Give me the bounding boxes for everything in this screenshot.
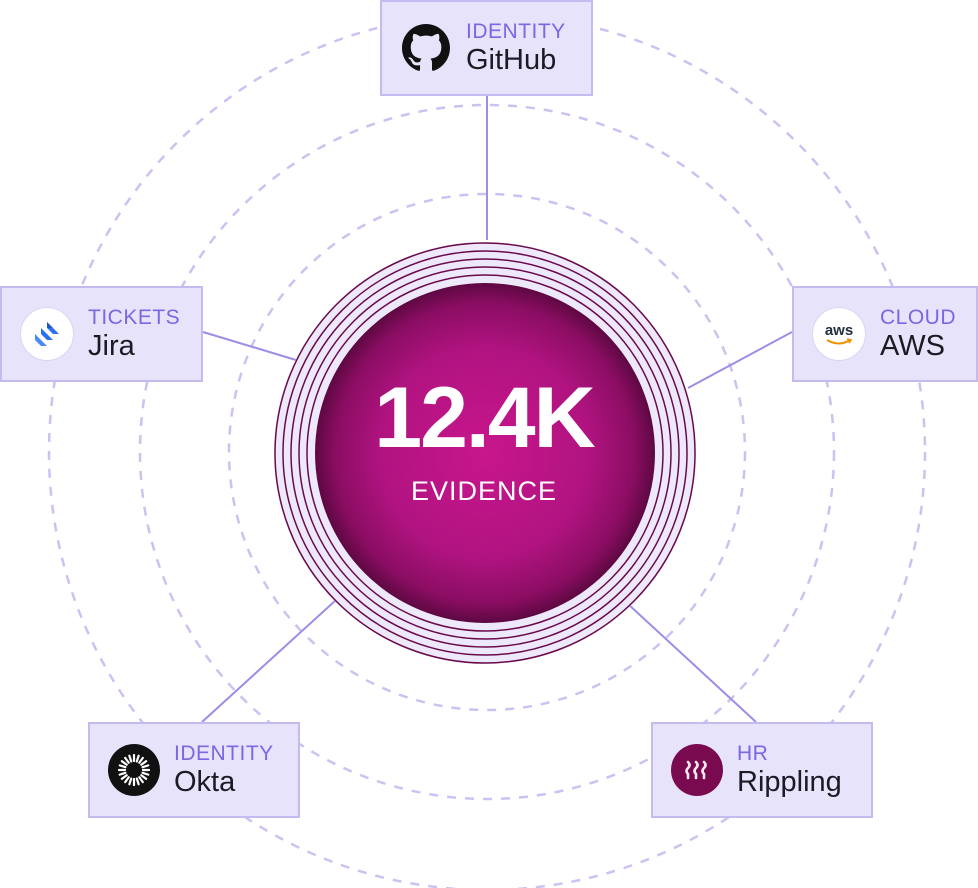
connector-okta — [201, 599, 337, 723]
integration-category: IDENTITY — [174, 742, 274, 765]
okta-ray — [141, 764, 150, 769]
integration-category: TICKETS — [88, 306, 181, 329]
orbit-rings — [47, 12, 927, 888]
integration-card-github[interactable]: IDENTITY GitHub — [380, 0, 593, 96]
integration-category: IDENTITY — [466, 20, 566, 43]
orbit-ring-middle — [138, 103, 836, 801]
connector-jira — [202, 331, 297, 361]
integration-card-okta[interactable]: IDENTITY Okta — [88, 722, 300, 818]
okta-ray — [124, 776, 130, 784]
okta-ray — [120, 774, 128, 780]
aws-icon-text: aws — [824, 321, 854, 339]
rippling-icon — [671, 744, 723, 796]
connector-lines — [201, 96, 793, 723]
okta-ray — [138, 756, 144, 764]
orbit-ring-inner — [227, 192, 747, 712]
okta-ray — [128, 777, 133, 786]
integration-category: CLOUD — [880, 306, 957, 329]
okta-ray — [120, 760, 128, 766]
okta-ray — [118, 771, 127, 776]
okta-ray — [128, 754, 133, 763]
okta-ray — [135, 777, 140, 786]
integration-card-jira[interactable]: TICKETS Jira — [0, 286, 203, 382]
integration-card-rippling[interactable]: HR Rippling — [651, 722, 873, 818]
integration-category: HR — [737, 742, 769, 765]
okta-ray — [118, 764, 127, 769]
integration-name: GitHub — [466, 44, 557, 76]
orbit-ring-outer — [47, 12, 927, 888]
integration-name: Jira — [88, 330, 135, 362]
okta-ray — [124, 756, 130, 764]
evidence-hub-core — [315, 283, 655, 623]
okta-ray — [138, 776, 144, 784]
integration-name: Rippling — [737, 766, 842, 798]
okta-ray — [141, 771, 150, 776]
okta-ray — [135, 754, 140, 763]
jira-icon — [20, 307, 74, 361]
integration-card-aws[interactable]: aws CLOUD AWS — [792, 286, 978, 382]
okta-ray — [140, 760, 148, 766]
connector-rippling — [627, 603, 757, 723]
integration-name: Okta — [174, 766, 236, 798]
github-icon — [400, 22, 452, 74]
evidence-hub — [274, 242, 696, 664]
okta-icon — [108, 744, 160, 796]
integration-name: AWS — [880, 330, 945, 362]
okta-ray — [140, 774, 148, 780]
connector-aws — [687, 331, 793, 389]
aws-icon: aws — [812, 307, 866, 361]
